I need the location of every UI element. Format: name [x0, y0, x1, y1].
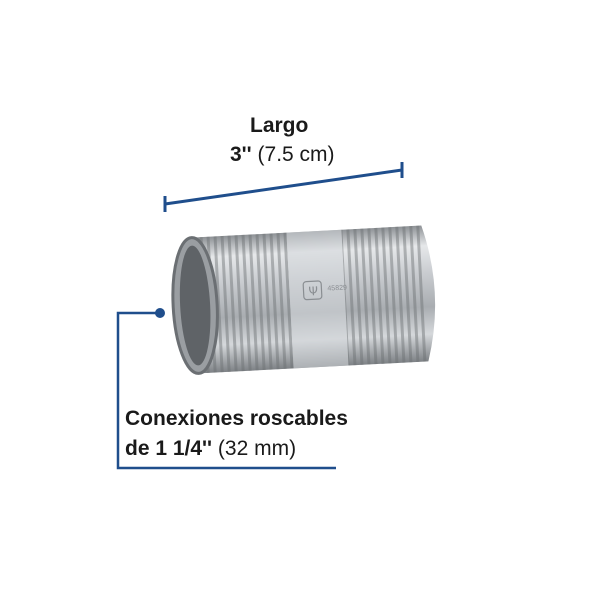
- connection-callout-line: [116, 311, 336, 470]
- pipe-body: Ψ 45829: [171, 225, 436, 375]
- connection-inches: de 1 1/4'': [125, 437, 213, 460]
- connection-size: de 1 1/4'' (32 mm): [125, 437, 296, 461]
- part-number: 45829: [327, 285, 347, 293]
- trident-logo-icon: [302, 280, 323, 301]
- length-title: Largo: [250, 114, 309, 137]
- length-inches: 3'': [230, 143, 252, 166]
- svg-text:Ψ: Ψ: [308, 284, 318, 298]
- callout-dot: [155, 308, 165, 318]
- length-cm: (7.5 cm): [257, 143, 335, 166]
- connection-title: Conexiones roscables: [125, 407, 348, 430]
- connection-mm: (32 mm): [217, 437, 297, 460]
- length-dimension-line: [163, 162, 404, 212]
- length-value: 3'' (7.5 cm): [230, 143, 335, 167]
